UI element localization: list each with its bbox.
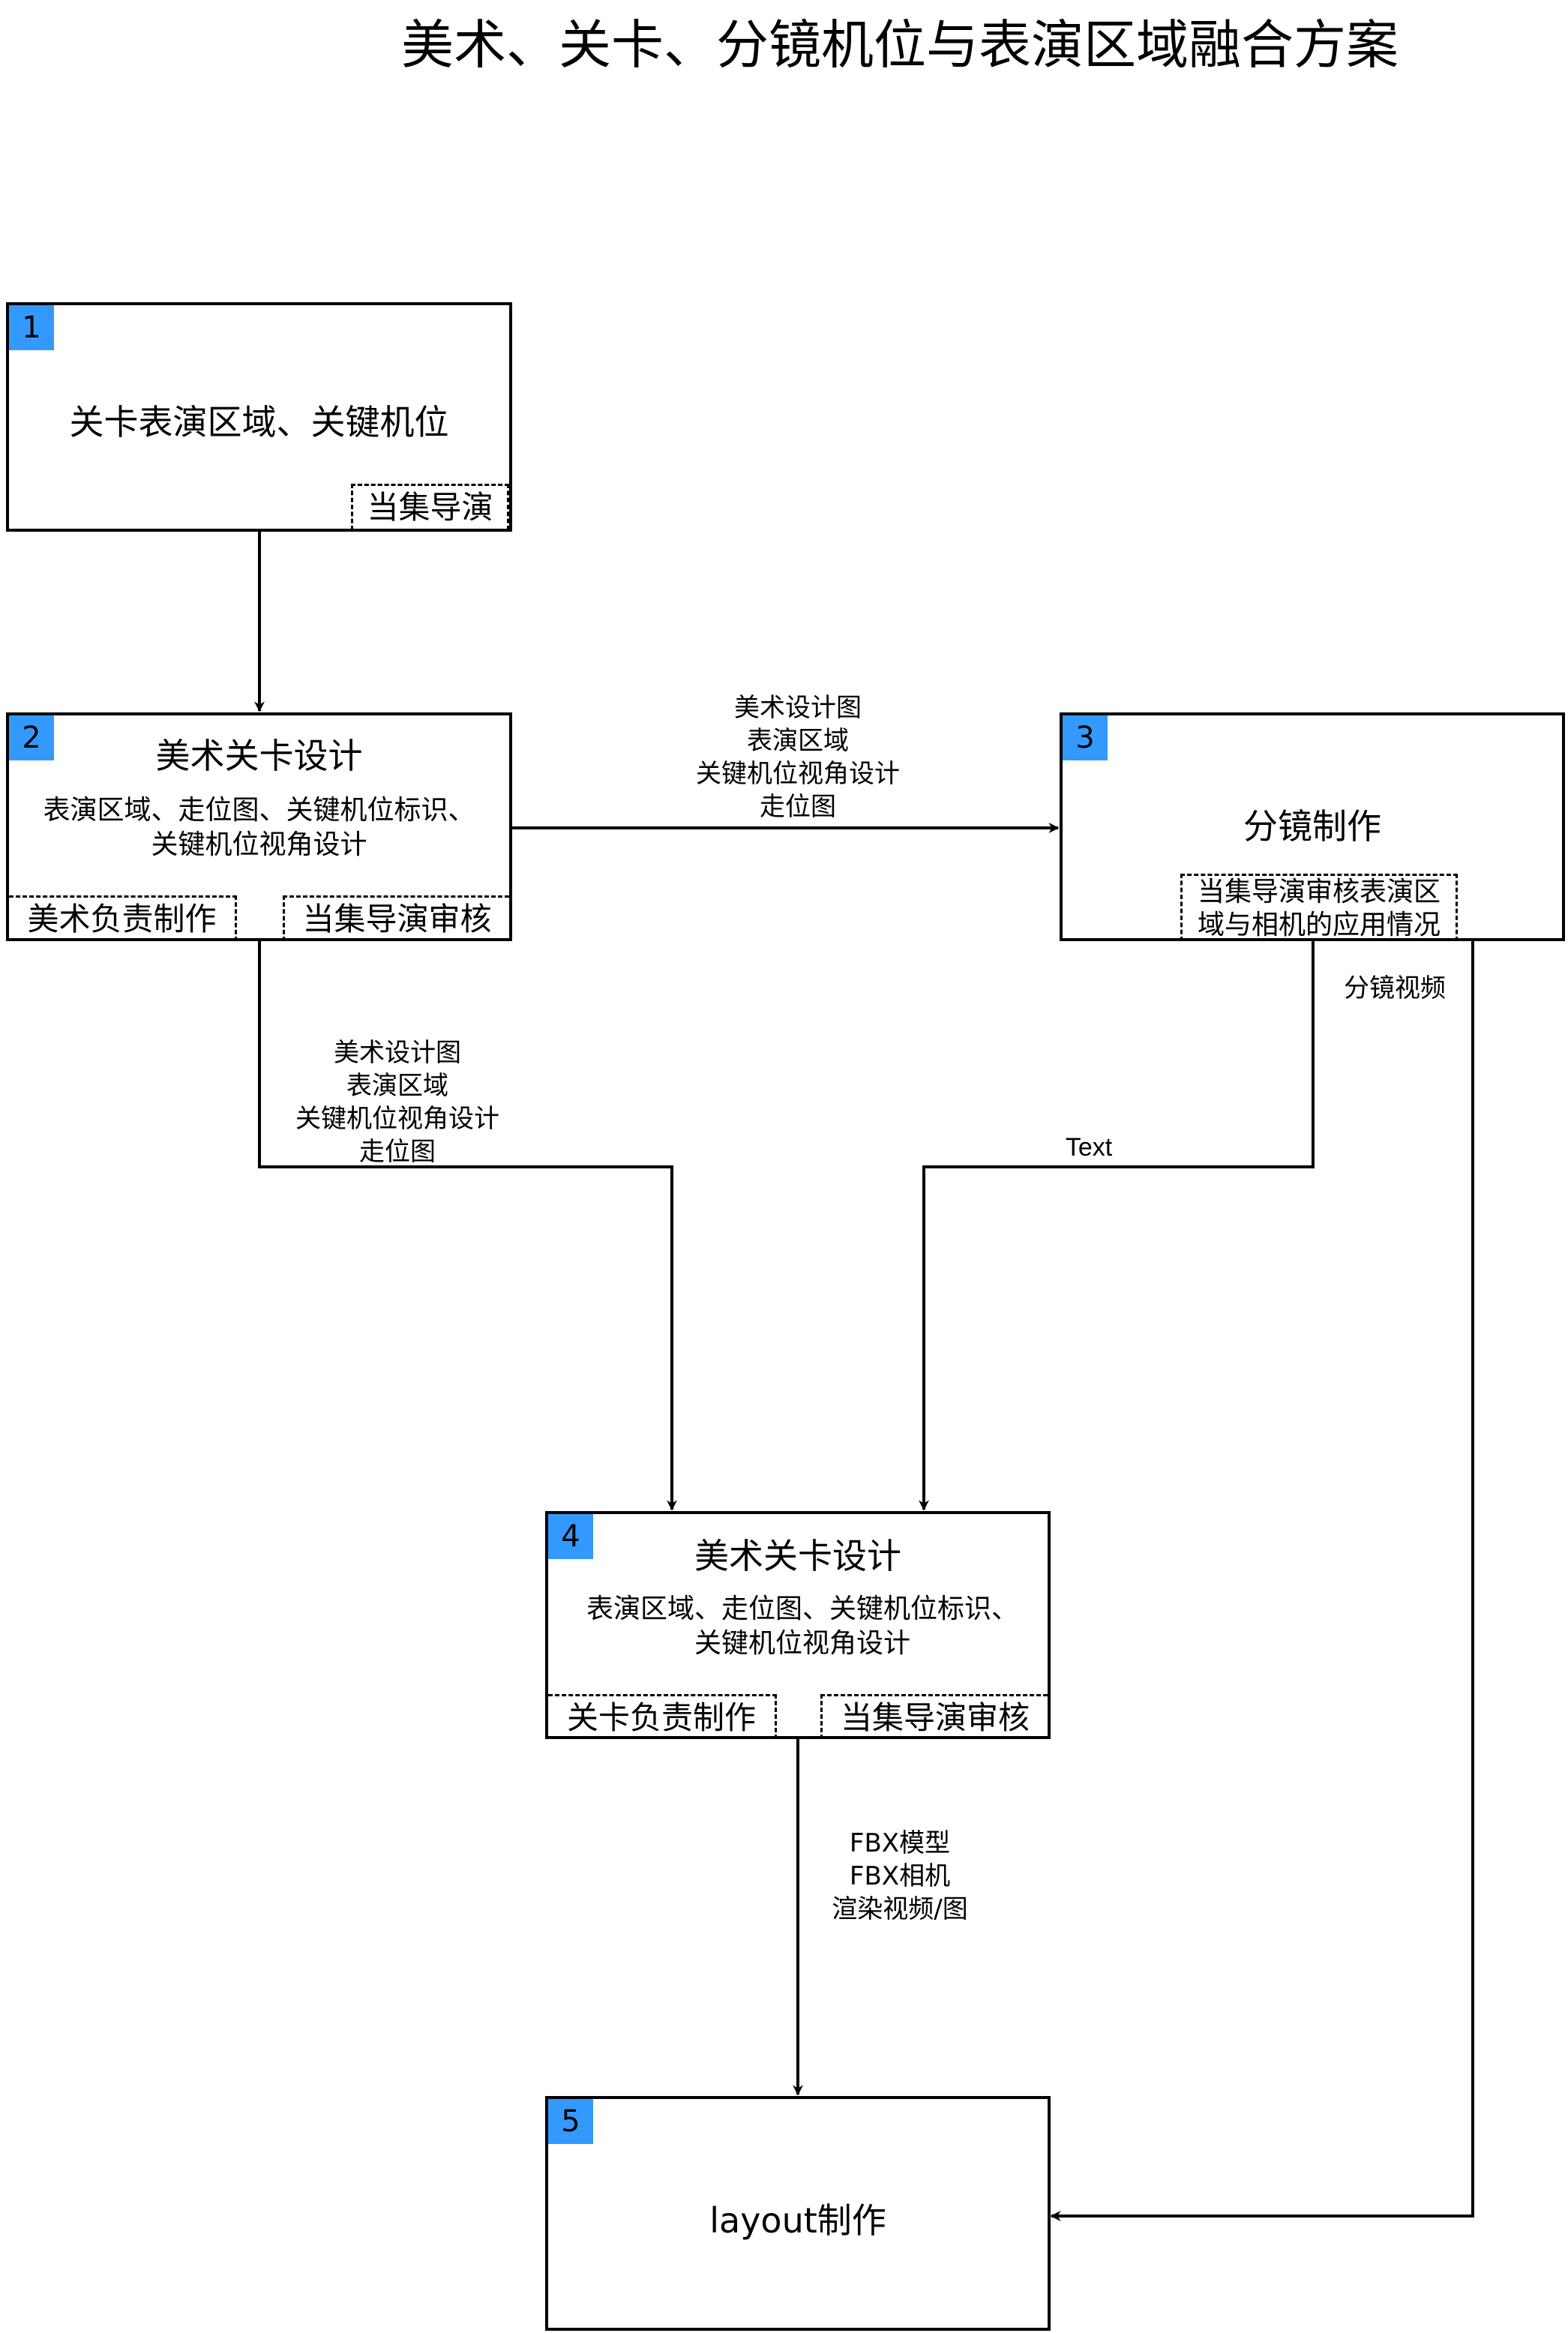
producer-tag: 美术负责制作	[9, 895, 237, 941]
review-line: 域与相机的应用情况	[1197, 910, 1441, 940]
edge-3-to-5[interactable]	[1050, 940, 1474, 2221]
edge-label-line: 渲染视频/图	[832, 1894, 968, 1924]
reviewer-tag: 当集导演审核	[283, 895, 509, 941]
edge-label-line: 关键机位视角设计	[696, 759, 900, 789]
edge-label-line: 美术设计图	[734, 693, 862, 723]
step-badge: 5	[548, 2099, 593, 2144]
edge-label-line: 走位图	[359, 1137, 436, 1167]
edge-label-line: FBX模型	[849, 1828, 951, 1858]
step-badge: 4	[548, 1514, 593, 1559]
edge-label-line: 分镜视频	[1344, 973, 1446, 1003]
description-line: 表演区域、走位图、关键机位标识、	[586, 1594, 1018, 1624]
edge-label-line: 走位图	[760, 792, 836, 822]
edge-3-to-4[interactable]	[919, 940, 1315, 1511]
node-description: 表演区域、走位图、关键机位标识、 关键机位视角设计	[548, 1592, 1048, 1661]
node-2[interactable]: 2 美术关卡设计 表演区域、走位图、关键机位标识、 关键机位视角设计 美术负责制…	[6, 712, 512, 941]
description-line: 表演区域、走位图、关键机位标识、	[43, 795, 475, 826]
step-badge: 2	[9, 715, 54, 760]
node-1[interactable]: 1 关卡表演区域、关键机位 当集导演	[6, 302, 512, 532]
edge-label-line: 美术设计图	[334, 1038, 461, 1068]
step-badge: 3	[1063, 715, 1108, 760]
edge-label-line: Text	[1065, 1133, 1113, 1162]
node-label: 美术关卡设计	[694, 1536, 901, 1576]
edge-label-line: 表演区域	[747, 726, 849, 756]
edge-label-line: 关键机位视角设计	[295, 1104, 499, 1134]
owner-tag: 当集导演	[351, 484, 509, 530]
node-3[interactable]: 3 分镜制作 当集导演审核表演区 域与相机的应用情况	[1060, 712, 1565, 941]
review-line: 当集导演审核表演区	[1197, 877, 1441, 907]
edge-label-2-to-3: 美术设计图 表演区域 关键机位视角设计 走位图	[648, 691, 948, 823]
node-label: 关卡表演区域、关键机位	[69, 402, 449, 442]
review-tag: 当集导演审核表演区 域与相机的应用情况	[1180, 874, 1458, 941]
node-description: 表演区域、走位图、关键机位标识、 关键机位视角设计	[9, 793, 509, 862]
node-label: layout制作	[709, 2200, 886, 2241]
reviewer-tag: 当集导演审核	[820, 1694, 1048, 1739]
node-4[interactable]: 4 美术关卡设计 表演区域、走位图、关键机位标识、 关键机位视角设计 关卡负责制…	[545, 1511, 1051, 1739]
edge-label-4-to-5: FBX模型 FBX相机 渲染视频/图	[787, 1827, 1012, 1926]
edge-label-line: FBX相机	[849, 1861, 951, 1891]
diagram-title: 美术、关卡、分镜机位与表演区域融合方案	[401, 14, 1399, 76]
description-line: 关键机位视角设计	[694, 1628, 910, 1659]
step-badge: 1	[9, 305, 54, 350]
node-label: 分镜制作	[1243, 806, 1381, 847]
owner-label: 当集导演	[367, 489, 493, 526]
edge-label-line: 表演区域	[346, 1071, 448, 1101]
description-line: 关键机位视角设计	[151, 829, 367, 860]
node-label: 美术关卡设计	[155, 736, 363, 776]
edge-label-3-to-4: Text	[1014, 1131, 1164, 1164]
node-5[interactable]: 5 layout制作	[545, 2096, 1051, 2331]
edge-label-2-to-4: 美术设计图 表演区域 关键机位视角设计 走位图	[247, 1036, 547, 1168]
edge-label-3-to-5: 分镜视频	[1320, 972, 1470, 1005]
producer-tag: 关卡负责制作	[548, 1694, 777, 1739]
edge-2-to-4[interactable]	[258, 940, 677, 1511]
